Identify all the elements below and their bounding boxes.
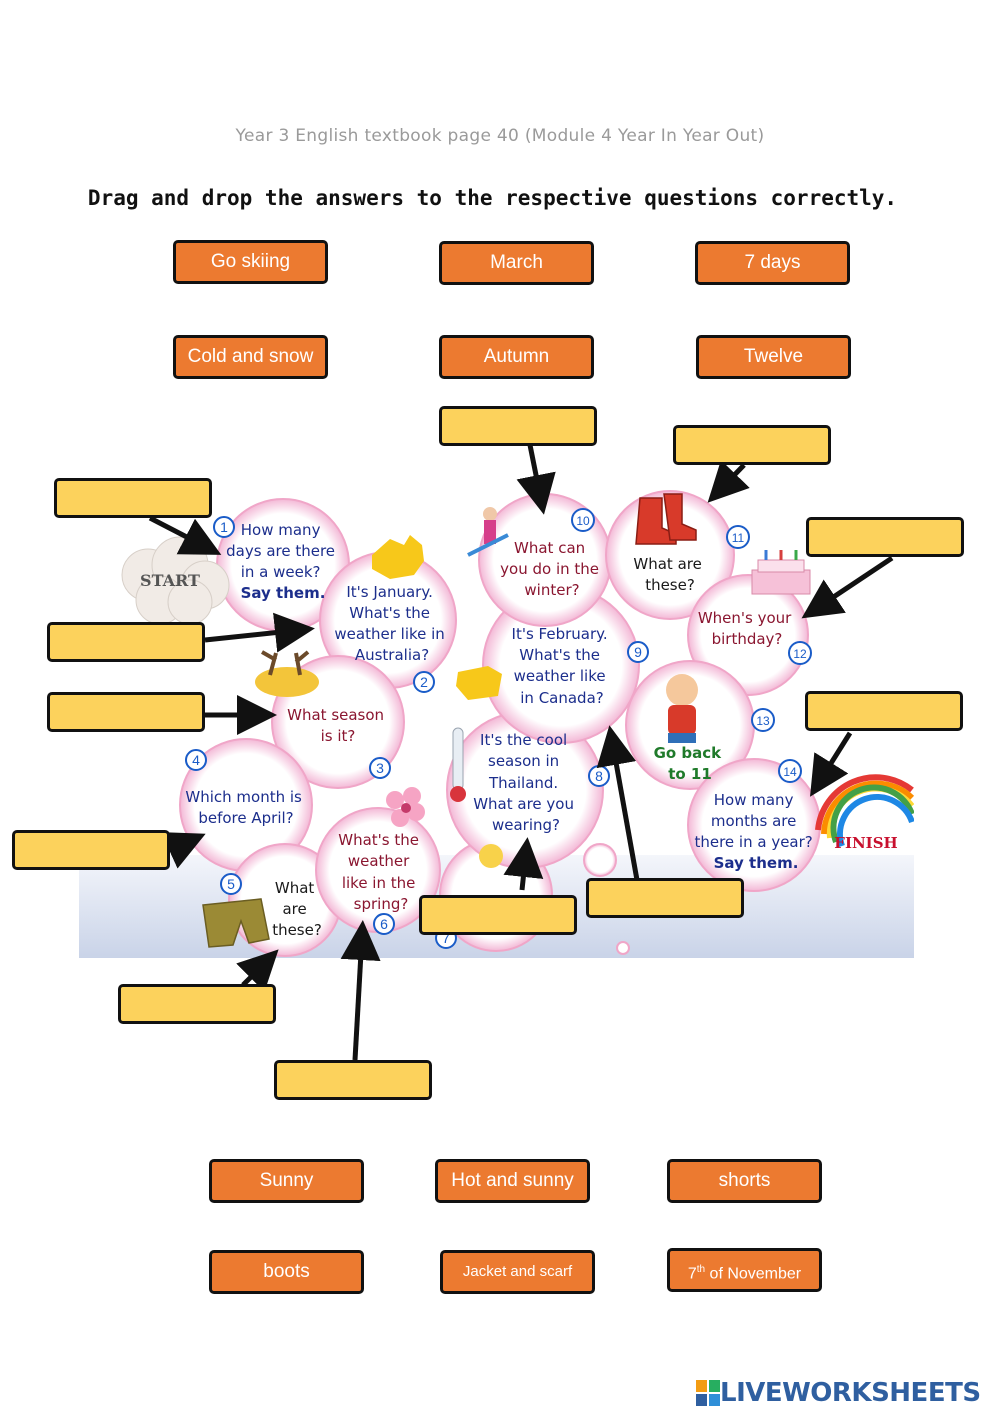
boy-icon	[666, 674, 698, 743]
svg-text:3: 3	[376, 760, 384, 776]
answer-shorts[interactable]: shorts	[667, 1159, 822, 1203]
question-12: When's your birthday?	[698, 609, 796, 648]
november-suffix: th	[696, 1264, 706, 1275]
question-10: What can you do in the winter?	[500, 539, 604, 599]
november-day: 7	[687, 1265, 697, 1283]
badge-14: 14	[778, 759, 802, 783]
question-5: What are these?	[272, 879, 322, 939]
drop-box-q10[interactable]	[439, 406, 597, 446]
drop-box-q6[interactable]	[274, 1060, 432, 1100]
drop-box-q1[interactable]	[54, 478, 212, 518]
answer-cold-and-snow[interactable]: Cold and snow	[173, 335, 328, 379]
badge-9: 9	[627, 641, 649, 663]
australia-map-icon	[372, 535, 424, 579]
drop-box-q8[interactable]	[419, 895, 577, 935]
badge-4: 4	[185, 749, 207, 771]
question-4: Which month is before April?	[185, 788, 306, 827]
november-rest: of November	[705, 1265, 802, 1283]
badge-13: 13	[751, 708, 775, 732]
badge-5: 5	[220, 873, 242, 895]
birthday-cake-icon	[751, 550, 811, 595]
arrow-to-q1	[148, 515, 222, 555]
drop-box-q2[interactable]	[47, 622, 205, 662]
answer-autumn[interactable]: Autumn	[439, 335, 594, 379]
svg-text:4: 4	[192, 752, 200, 768]
svg-text:14: 14	[783, 765, 797, 779]
answer-hot-and-sunny[interactable]: Hot and sunny	[435, 1159, 590, 1203]
question-9: It's February. What's the weather like i…	[512, 625, 613, 707]
answer-jacket-and-scarf[interactable]: Jacket and scarf	[440, 1250, 595, 1294]
badge-10: 10	[571, 508, 595, 532]
question-1: How many days are there in a week? Say t…	[226, 521, 340, 602]
answer-7-days[interactable]: 7 days	[695, 241, 850, 285]
drop-box-q11[interactable]	[673, 425, 831, 465]
arrow-to-q2	[204, 612, 315, 653]
finish-label: FINISH	[834, 834, 897, 852]
arrow-to-q8	[503, 837, 544, 891]
instruction-text: Drag and drop the answers to the respect…	[87, 186, 898, 210]
answer-twelve[interactable]: Twelve	[696, 335, 851, 379]
sun-icon	[479, 844, 503, 868]
bubbles	[179, 490, 821, 957]
badge-3: 3	[369, 757, 391, 779]
drop-box-q3[interactable]	[47, 692, 205, 732]
canada-map-icon	[456, 666, 502, 700]
logo-grid-icon	[696, 1380, 720, 1406]
svg-text:8: 8	[595, 768, 603, 784]
autumn-tree-icon	[255, 650, 319, 697]
answer-sunny[interactable]: Sunny	[209, 1159, 364, 1203]
arrow-to-q4	[160, 832, 206, 869]
svg-text:10: 10	[576, 514, 590, 528]
badge-11: 11	[726, 525, 750, 549]
svg-text:7: 7	[442, 930, 450, 946]
boots-icon	[635, 493, 697, 545]
answer-7th-of-november[interactable]: 7th of November	[667, 1248, 822, 1292]
svg-text:13: 13	[756, 714, 770, 728]
arrow-to-q6	[340, 920, 381, 1061]
number-badges: 1 2 3 4 5 6 7 8 9 10 11 12 13 14	[185, 508, 812, 949]
liveworksheets-logo: LIVEWORKSHEETS	[696, 1376, 981, 1410]
svg-text:2: 2	[420, 674, 428, 690]
question-14: How many months are there in a year? Say…	[694, 791, 817, 872]
page-subtitle: Year 3 English textbook page 40 (Module …	[235, 126, 765, 146]
logo-text: LIVEWORKSHEETS	[720, 1378, 981, 1408]
svg-text:12: 12	[793, 647, 807, 661]
flower-icon	[386, 787, 425, 827]
svg-text:11: 11	[732, 531, 745, 545]
svg-text:6: 6	[380, 916, 388, 932]
game-board: START FINISH	[79, 490, 914, 958]
question-6: What's the weather like in the spring?	[338, 831, 424, 913]
question-8: It's the cool season in Thailand. What a…	[473, 731, 579, 834]
drop-box-q14[interactable]	[805, 691, 963, 731]
badge-12: 12	[788, 641, 812, 665]
arrow-to-q12	[801, 555, 894, 619]
svg-text:9: 9	[634, 644, 642, 660]
arrow-to-q10	[516, 444, 556, 515]
badge-2: 2	[413, 671, 435, 693]
question-11: What are these?	[633, 555, 706, 594]
shorts-icon	[202, 898, 270, 948]
svg-text:5: 5	[227, 876, 235, 892]
answer-march[interactable]: March	[439, 241, 594, 285]
rainbow-icon	[815, 774, 914, 847]
skier-icon	[467, 507, 509, 557]
drop-box-q9[interactable]	[586, 878, 744, 918]
answer-go-skiing[interactable]: Go skiing	[173, 240, 328, 284]
arrow-to-q9	[596, 725, 640, 881]
question-2: It's January. What's the weather like in…	[334, 583, 449, 664]
thermometer-icon	[450, 727, 466, 802]
svg-text:1: 1	[220, 519, 228, 535]
arrow-to-q5	[236, 949, 279, 992]
arrow-to-q14	[810, 731, 853, 797]
drop-box-q5[interactable]	[118, 984, 276, 1024]
drop-box-q12[interactable]	[806, 517, 964, 557]
start-label: START	[140, 571, 200, 590]
question-3: What season is it?	[287, 706, 389, 745]
arrow-to-q11	[707, 460, 750, 503]
drop-box-q4[interactable]	[12, 830, 170, 870]
question-13: Go back to 11	[654, 744, 727, 783]
answer-boots[interactable]: boots	[209, 1250, 364, 1294]
